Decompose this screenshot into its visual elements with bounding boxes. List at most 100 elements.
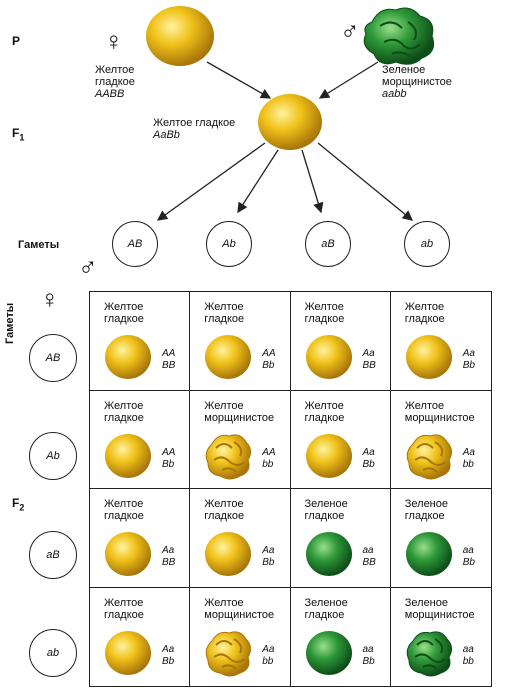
cell-shape-text: морщинистое	[204, 608, 275, 621]
yellow-smooth-seed-icon	[146, 6, 214, 66]
cell-genotype-b: bb	[462, 458, 474, 470]
cell-color-text: Желтое	[204, 399, 244, 412]
yellow-smooth-seed-icon	[405, 335, 452, 379]
arrow-f1-to-gamete-1	[156, 142, 266, 221]
arrow-f1-to-gamete-2	[237, 149, 279, 214]
cell-color-text: Желтое	[104, 399, 144, 412]
cell-genotype-b: Bb	[262, 557, 275, 568]
gamete-top-1: AB	[112, 221, 158, 267]
f1-yellow-smooth-seed-icon	[258, 94, 322, 150]
green-wrinkled-seed-icon	[363, 7, 435, 65]
cell-genotype-b: Bb	[462, 557, 475, 568]
cell-color-text: Желтое	[204, 596, 244, 609]
cell-color-text: Зеленое	[404, 498, 448, 510]
cell-genotype-b: Bb	[262, 360, 275, 371]
yellow-smooth-seed-icon	[105, 335, 151, 379]
cell-genotype-b: BB	[162, 557, 176, 568]
cell-shape-text: гладкое	[304, 510, 345, 522]
cell-genotype-b: bb	[262, 458, 274, 470]
cell-shape-text: морщинистое	[404, 608, 475, 621]
arrow-f1-to-gamete-4	[317, 142, 414, 221]
generation-f2-label: F2	[12, 496, 25, 513]
cell-genotype-b: bb	[262, 655, 274, 667]
yellow-smooth-seed-icon	[205, 335, 252, 379]
gamete-top-4: ab	[404, 221, 450, 267]
cell-shape-text: гладкое	[404, 313, 445, 325]
cell-genotype-b: BB	[362, 557, 376, 568]
cell-shape-text: гладкое	[204, 313, 245, 325]
cell-shape-text: морщинистое	[404, 411, 475, 424]
cell-genotype-a: Aa	[162, 545, 175, 556]
yellow-smooth-seed-icon	[105, 433, 151, 478]
yellow-smooth-seed-icon	[305, 433, 352, 478]
gamete-left-4: ab	[29, 629, 77, 677]
cell-shape-text: морщинистое	[204, 411, 275, 424]
cell-color-text: Желтое	[304, 301, 344, 313]
cell-shape-text: гладкое	[204, 510, 245, 522]
yellow-smooth-seed-icon	[205, 532, 252, 576]
cell-genotype-a: AA	[262, 446, 276, 458]
cell-shape-text: гладкое	[104, 313, 144, 325]
female-gamete-symbol-icon: ♀	[40, 284, 60, 314]
green-wrinkled-seed-icon	[406, 630, 452, 676]
cell-shape-text: гладкое	[404, 510, 445, 522]
yellow-smooth-seed-icon	[305, 335, 352, 379]
gametes-column-label: Гаметы	[4, 302, 16, 344]
cell-genotype-b: BB	[162, 360, 176, 371]
cell-genotype-b: BB	[362, 360, 376, 371]
gamete-left-1: AB	[29, 334, 77, 382]
cell-genotype-b: Bb	[362, 458, 375, 470]
cell-color-text: Желтое	[104, 301, 144, 313]
cell-genotype-a: Aa	[262, 545, 275, 556]
cell-color-text: Зеленое	[304, 596, 348, 609]
cell-color-text: Желтое	[104, 498, 144, 510]
cell-genotype-b: Bb	[362, 655, 375, 667]
cell-genotype-a: aa	[462, 643, 474, 655]
cell-genotype-b: Bb	[462, 360, 475, 371]
yellow-wrinkled-seed-icon	[406, 433, 452, 479]
cell-shape-text: гладкое	[104, 411, 144, 424]
cell-genotype-a: Aa	[362, 446, 375, 458]
cell-genotype-a: aa	[362, 643, 374, 655]
cell-genotype-b: bb	[462, 655, 474, 667]
cell-genotype-a: aa	[462, 545, 474, 556]
male-parent-label: Зеленое морщинистое aabb	[382, 64, 452, 100]
cell-color-text: Желтое	[104, 596, 144, 609]
male-symbol-icon: ♂	[340, 16, 360, 46]
cell-genotype-a: Aa	[462, 348, 475, 359]
yellow-smooth-seed-icon	[105, 630, 151, 675]
